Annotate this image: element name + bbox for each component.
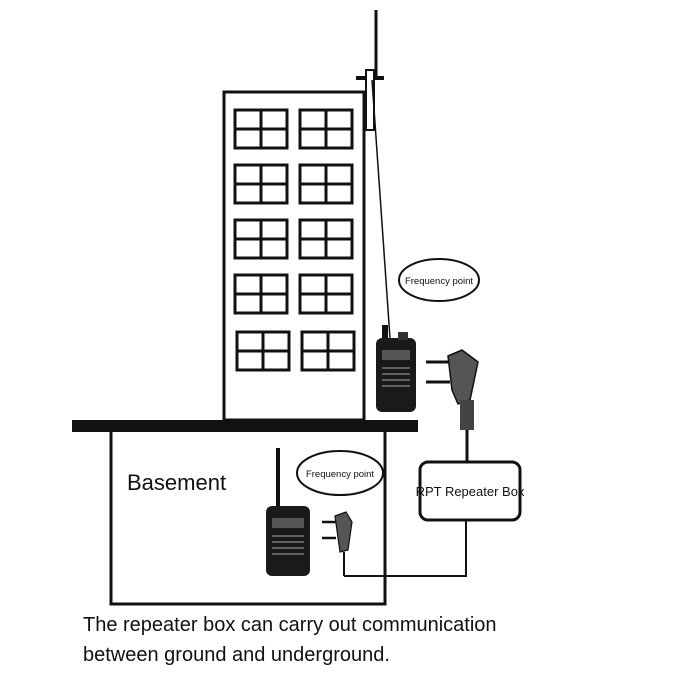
repeater-box-label: RPT Repeater Box [416, 484, 525, 499]
caption-line-2: between ground and underground. [83, 644, 390, 666]
headset-plug-icon [322, 511, 353, 576]
caption: The repeater box can carry out communica… [83, 610, 643, 670]
frequency-point-label-bottom: Frequency point [306, 469, 374, 480]
caption-line-1: The repeater box can carry out communica… [83, 614, 497, 636]
basement-label: Basement [127, 470, 227, 495]
ground-slab [72, 420, 418, 432]
repeater-box [418, 460, 522, 522]
headset-plug-icon [426, 349, 479, 462]
walkie-talkie-icon [266, 448, 310, 576]
building-windows [233, 108, 356, 372]
frequency-point-label-top: Frequency point [405, 276, 473, 287]
antenna-icon [356, 10, 391, 339]
walkie-talkie-icon [376, 325, 416, 412]
building [222, 90, 366, 422]
connection-cable [344, 520, 467, 577]
frequency-point-bubble-top [398, 258, 480, 302]
basement-box [109, 426, 387, 606]
frequency-point-bubble-bottom [296, 450, 384, 496]
